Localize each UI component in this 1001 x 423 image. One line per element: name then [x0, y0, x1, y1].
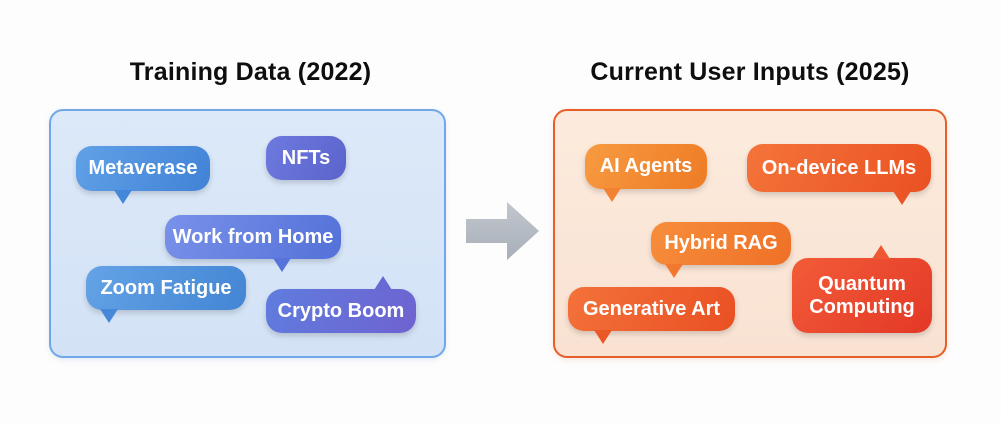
bubble-label: NFTs	[281, 146, 331, 169]
bubble-quantum-computing: Quantum Computing	[792, 245, 932, 333]
left-panel-title: Training Data (2022)	[129, 58, 372, 86]
bubble-label: Work from Home	[172, 225, 334, 248]
bubble-on-device-llms: On-device LLMs	[747, 144, 931, 205]
bubble-zoom-fatigue: Zoom Fatigue	[86, 266, 246, 323]
bubble-label: Quantum Computing	[809, 272, 915, 318]
bubble-label: Generative Art	[582, 297, 721, 320]
bubble-label: AI Agents	[599, 155, 693, 177]
bubble-crypto-boom: Crypto Boom	[266, 276, 416, 333]
bubble-label: Metaverase	[88, 157, 198, 179]
bubble-label: Hybrid RAG	[664, 232, 778, 254]
right-arrow-icon	[466, 202, 539, 260]
bubble-ai-agents: AI Agents	[585, 144, 707, 202]
bubble-nfts: NFTs	[266, 136, 346, 180]
bubble-hybrid-rag: Hybrid RAG	[651, 222, 791, 278]
bubble-metaverase: Metaverase	[76, 146, 210, 204]
bubble-label: Zoom Fatigue	[100, 276, 232, 299]
bubble-work-from-home: Work from Home	[165, 215, 341, 272]
bubble-label: On-device LLMs	[761, 156, 917, 179]
right-panel-title: Current User Inputs (2025)	[590, 58, 910, 86]
bubble-label: Crypto Boom	[277, 299, 405, 322]
bubble-generative-art: Generative Art	[568, 287, 735, 344]
